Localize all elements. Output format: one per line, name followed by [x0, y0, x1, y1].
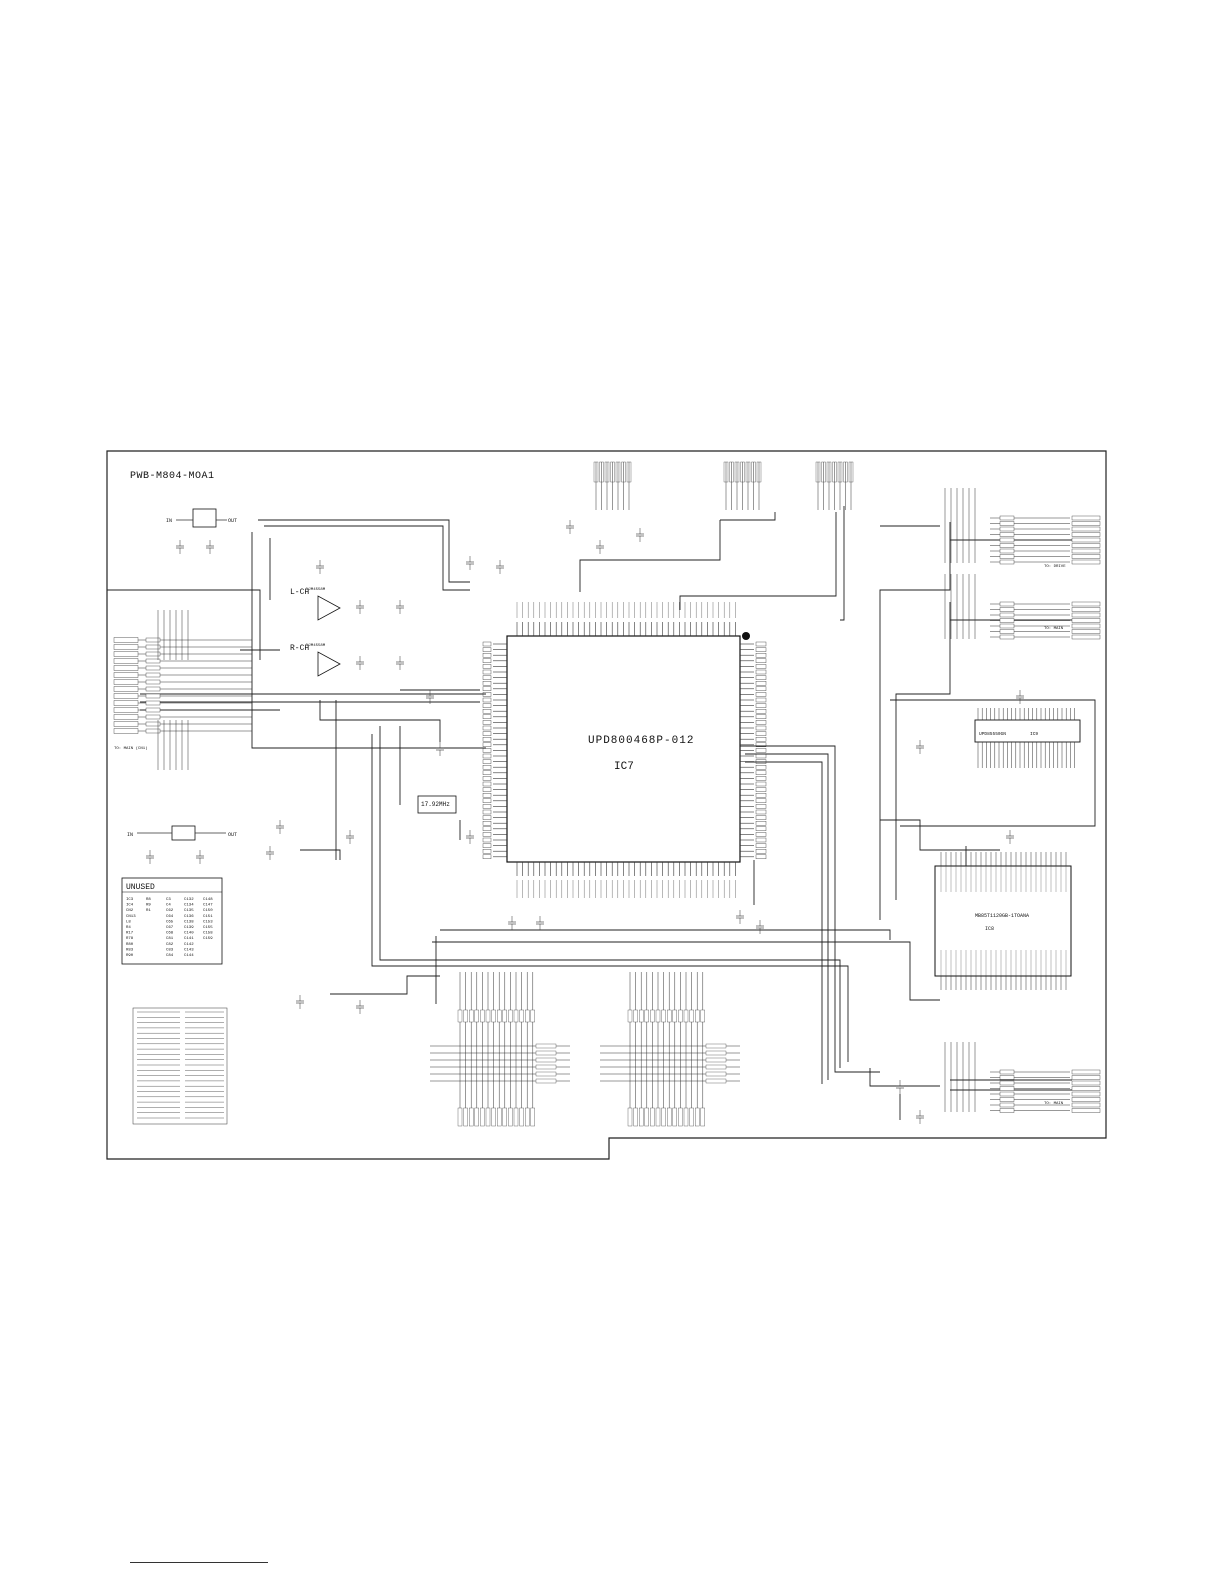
unused-table-cell: C132 [184, 898, 194, 902]
right-connectors [944, 488, 1101, 1113]
left-connector [113, 610, 252, 770]
regulator-mid-in: IN [127, 832, 133, 838]
regulator-top-out: OUT [228, 518, 237, 524]
crystal-label: 17.92MHz [421, 801, 450, 808]
regulator-mid: IN OUT [127, 825, 237, 841]
unused-table-cell: C153 [203, 920, 213, 924]
unused-table-cell: C64 [166, 915, 174, 919]
unused-table-cell: C158 [203, 932, 213, 936]
unused-table-cell: C139 [184, 926, 194, 930]
unused-table-cell: CN2 [126, 909, 134, 913]
unused-table-cell: IC3 [126, 898, 134, 902]
unused-table-cell: C67 [166, 926, 174, 930]
unused-table-cell: C62 [166, 909, 174, 913]
unused-table-cell: C143 [184, 948, 194, 952]
crystal-oscillator: 17.92MHz [417, 795, 457, 814]
unused-table-cell: C141 [184, 937, 194, 941]
unused-table-cell: R78 [126, 937, 134, 941]
unused-table-cell: C83 [166, 948, 174, 952]
right-ic-part: UPD85550GN [979, 731, 1006, 737]
unused-table-cell: CN13 [126, 915, 136, 919]
unused-table-cell: C65 [166, 920, 174, 924]
bottom-ic-ref: IC8 [985, 926, 994, 932]
opamp-right-label: R-CH [290, 644, 309, 653]
regulator-mid-out: OUT [228, 832, 237, 838]
unused-table-cell: C3 [166, 898, 171, 902]
unused-table-cell: R83 [126, 948, 134, 952]
main-ic-pins [482, 602, 767, 898]
unused-table-cell: R80 [126, 943, 134, 947]
regulator-top-in: IN [166, 518, 172, 524]
main-ic-ref: IC7 [614, 761, 634, 773]
main-ic-part: UPD800468P-012 [588, 735, 694, 747]
unused-table-cell: C135 [184, 909, 194, 913]
unused-table-cell: C151 [203, 915, 213, 919]
unused-table-cell: C136 [184, 915, 194, 919]
top-connectors [593, 461, 854, 510]
right-ic-pins [977, 708, 1075, 768]
unused-table-cell: IC4 [126, 904, 134, 908]
opamp-right-channel: R-CH NJM4558M [290, 644, 341, 677]
unused-table-cell: L8 [126, 920, 131, 924]
unused-table-cell: C4 [166, 904, 171, 908]
unused-table-cell: R90 [126, 954, 134, 958]
footer-rule [130, 1562, 268, 1563]
unused-table-cell: C82 [166, 943, 174, 947]
right-ic: UPD85550GN IC9 [974, 719, 1081, 743]
connector-left-note: TO: MAIN (CN1) [114, 746, 148, 751]
opamp-left-part: NJM4558M [306, 588, 326, 592]
unused-table-header: UNUSED [126, 883, 155, 892]
unused-table-cell: C81 [166, 937, 174, 941]
unused-table-cell: R9 [146, 904, 151, 908]
main-ic: UPD800468P-012 IC7 [506, 632, 750, 863]
board-frame [106, 450, 1107, 1160]
bottom-ic-part: MB85T1120GB-1TOANA [975, 913, 1029, 919]
connector-right-mid-note: TO: MAIN [1044, 627, 1064, 631]
unused-table-cell: C150 [203, 909, 213, 913]
unused-table-cell: C138 [184, 920, 194, 924]
opamp-left-channel: L-CH NJM4558M [290, 588, 341, 621]
wiring [107, 506, 1096, 1120]
bottom-ic-pins [940, 852, 1067, 990]
bottom-ic: MB85T1120GB-1TOANA IC8 [934, 865, 1072, 977]
unused-table-cell: C142 [184, 943, 194, 947]
unused-table-cell: C155 [203, 926, 213, 930]
unused-table-cell: R4 [126, 926, 131, 930]
unused-table-cell: C148 [203, 898, 213, 902]
connector-right-top-note: TO: DRIVE [1044, 565, 1066, 569]
right-ic-ref: IC9 [1030, 731, 1038, 737]
opamp-right-part: NJM4558M [306, 644, 326, 648]
unused-table-cell: R17 [126, 932, 134, 936]
board-title: PWB-M804-MOA1 [130, 471, 215, 482]
connector-right-bottom-note: TO: MAIN [1044, 1102, 1064, 1106]
unused-table-cell: C159 [203, 937, 213, 941]
unused-table-cell: C140 [184, 932, 194, 936]
unused-table-cell: R8 [146, 898, 151, 902]
opamp-left-label: L-CH [290, 588, 309, 597]
misc-components [146, 520, 1024, 1124]
unused-table-cell: C147 [203, 904, 213, 908]
bottom-connectors [430, 972, 740, 1127]
unused-table-cell: R1 [146, 909, 151, 913]
parts-list-table [132, 1007, 228, 1125]
unused-table-cell: C144 [184, 954, 194, 958]
unused-table-cell: C134 [184, 904, 194, 908]
unused-table-cell: C68 [166, 932, 174, 936]
regulator-top: IN OUT [166, 508, 237, 528]
unused-table-cell: C84 [166, 954, 174, 958]
